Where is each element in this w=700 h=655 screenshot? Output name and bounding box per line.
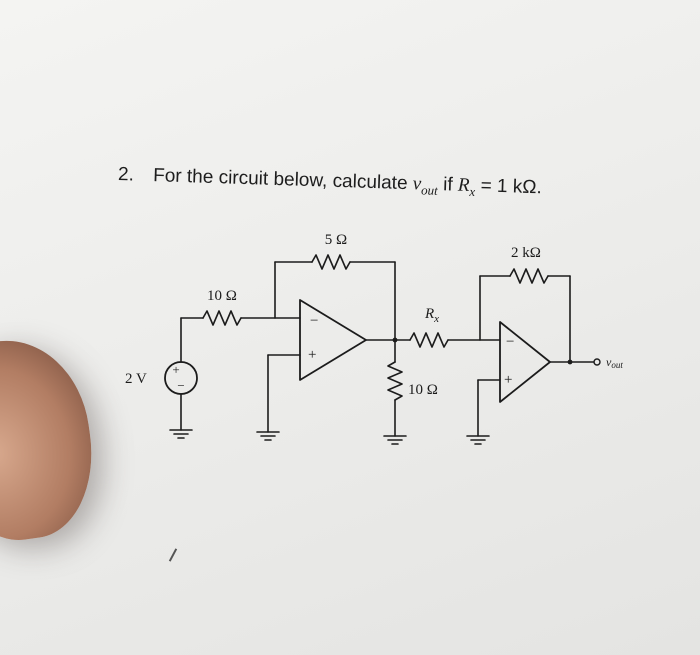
output-terminal — [593, 358, 601, 366]
opamp2-triangle — [499, 321, 551, 403]
source-plus: + — [172, 362, 179, 377]
r-input-label: 10 Ω — [207, 288, 237, 304]
opamp2-plus: + — [504, 372, 512, 388]
opamp1-triangle — [299, 299, 367, 381]
node-dot — [567, 359, 573, 365]
output-label: vout — [606, 355, 623, 370]
rx-label: Rx — [424, 306, 439, 325]
source-minus: − — [177, 378, 184, 393]
resistor-rx — [409, 332, 449, 348]
r-feedback1-label: 5 Ω — [325, 232, 347, 248]
voltage-source — [164, 317, 198, 431]
r-feedback2-label: 2 kΩ — [511, 245, 541, 261]
source-label: 2 V — [125, 371, 147, 387]
opamp1-minus: − — [310, 313, 318, 329]
resistor-feedback2 — [509, 268, 549, 284]
ground-icon — [256, 431, 280, 441]
opamp2-minus: − — [506, 334, 514, 350]
resistor-shunt — [387, 361, 403, 401]
ground-icon — [383, 435, 407, 445]
resistor-input — [202, 310, 242, 326]
ground-icon — [169, 429, 193, 439]
resistor-feedback1 — [311, 254, 351, 270]
r-shunt-label: 10 Ω — [408, 382, 438, 398]
opamp1-plus: + — [308, 347, 316, 363]
ground-icon — [466, 435, 490, 445]
